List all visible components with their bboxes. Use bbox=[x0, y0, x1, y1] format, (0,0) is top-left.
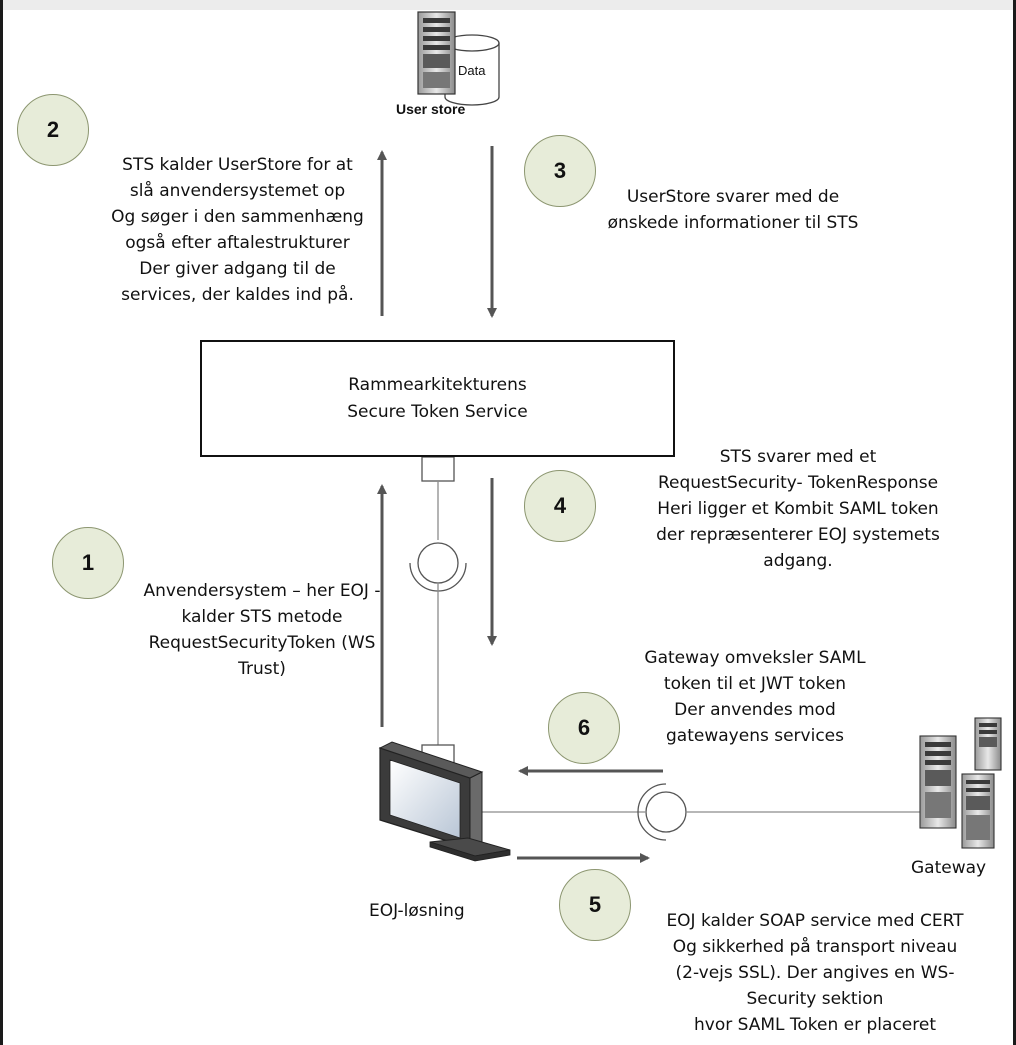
step-5-circle: 5 bbox=[559, 869, 631, 941]
top-bar bbox=[0, 0, 1016, 10]
step-3-circle: 3 bbox=[524, 135, 596, 207]
monitor-icon bbox=[378, 741, 511, 862]
sts-title-line1: Rammearkitekturens bbox=[348, 374, 527, 395]
step-4-text: STS svarer med et RequestSecurity- Token… bbox=[656, 447, 940, 571]
client-label: EOJ-løsning bbox=[369, 901, 465, 921]
sts-title-line2: Secure Token Service bbox=[347, 401, 528, 422]
step-1-circle: 1 bbox=[52, 527, 124, 599]
server-icon bbox=[417, 11, 456, 95]
step-6-text: Gateway omveksler SAML token til et JWT … bbox=[644, 648, 866, 746]
step-5-text: EOJ kalder SOAP service med CERT Og sikk… bbox=[666, 911, 964, 1035]
step-2-circle: 2 bbox=[17, 94, 89, 166]
step-4-circle: 4 bbox=[524, 470, 596, 542]
step-3-text: UserStore svarer med de ønskede informat… bbox=[607, 187, 859, 233]
step-1-text: Anvendersystem – her EOJ - kalder STS me… bbox=[143, 581, 381, 679]
step-2-text: STS kalder UserStore for at slå anvender… bbox=[111, 155, 364, 305]
database-icon: Data bbox=[444, 34, 500, 106]
gateway-label: Gateway bbox=[911, 858, 987, 878]
user-store-label: User store bbox=[396, 101, 466, 117]
sts-connector bbox=[409, 456, 467, 766]
gateway-connector bbox=[480, 783, 920, 841]
step-6-circle: 6 bbox=[548, 692, 620, 764]
sts-box: Rammearkitekturens Secure Token Service bbox=[200, 340, 675, 457]
gateway-server-icon bbox=[919, 717, 1002, 849]
data-label: Data bbox=[458, 63, 486, 78]
